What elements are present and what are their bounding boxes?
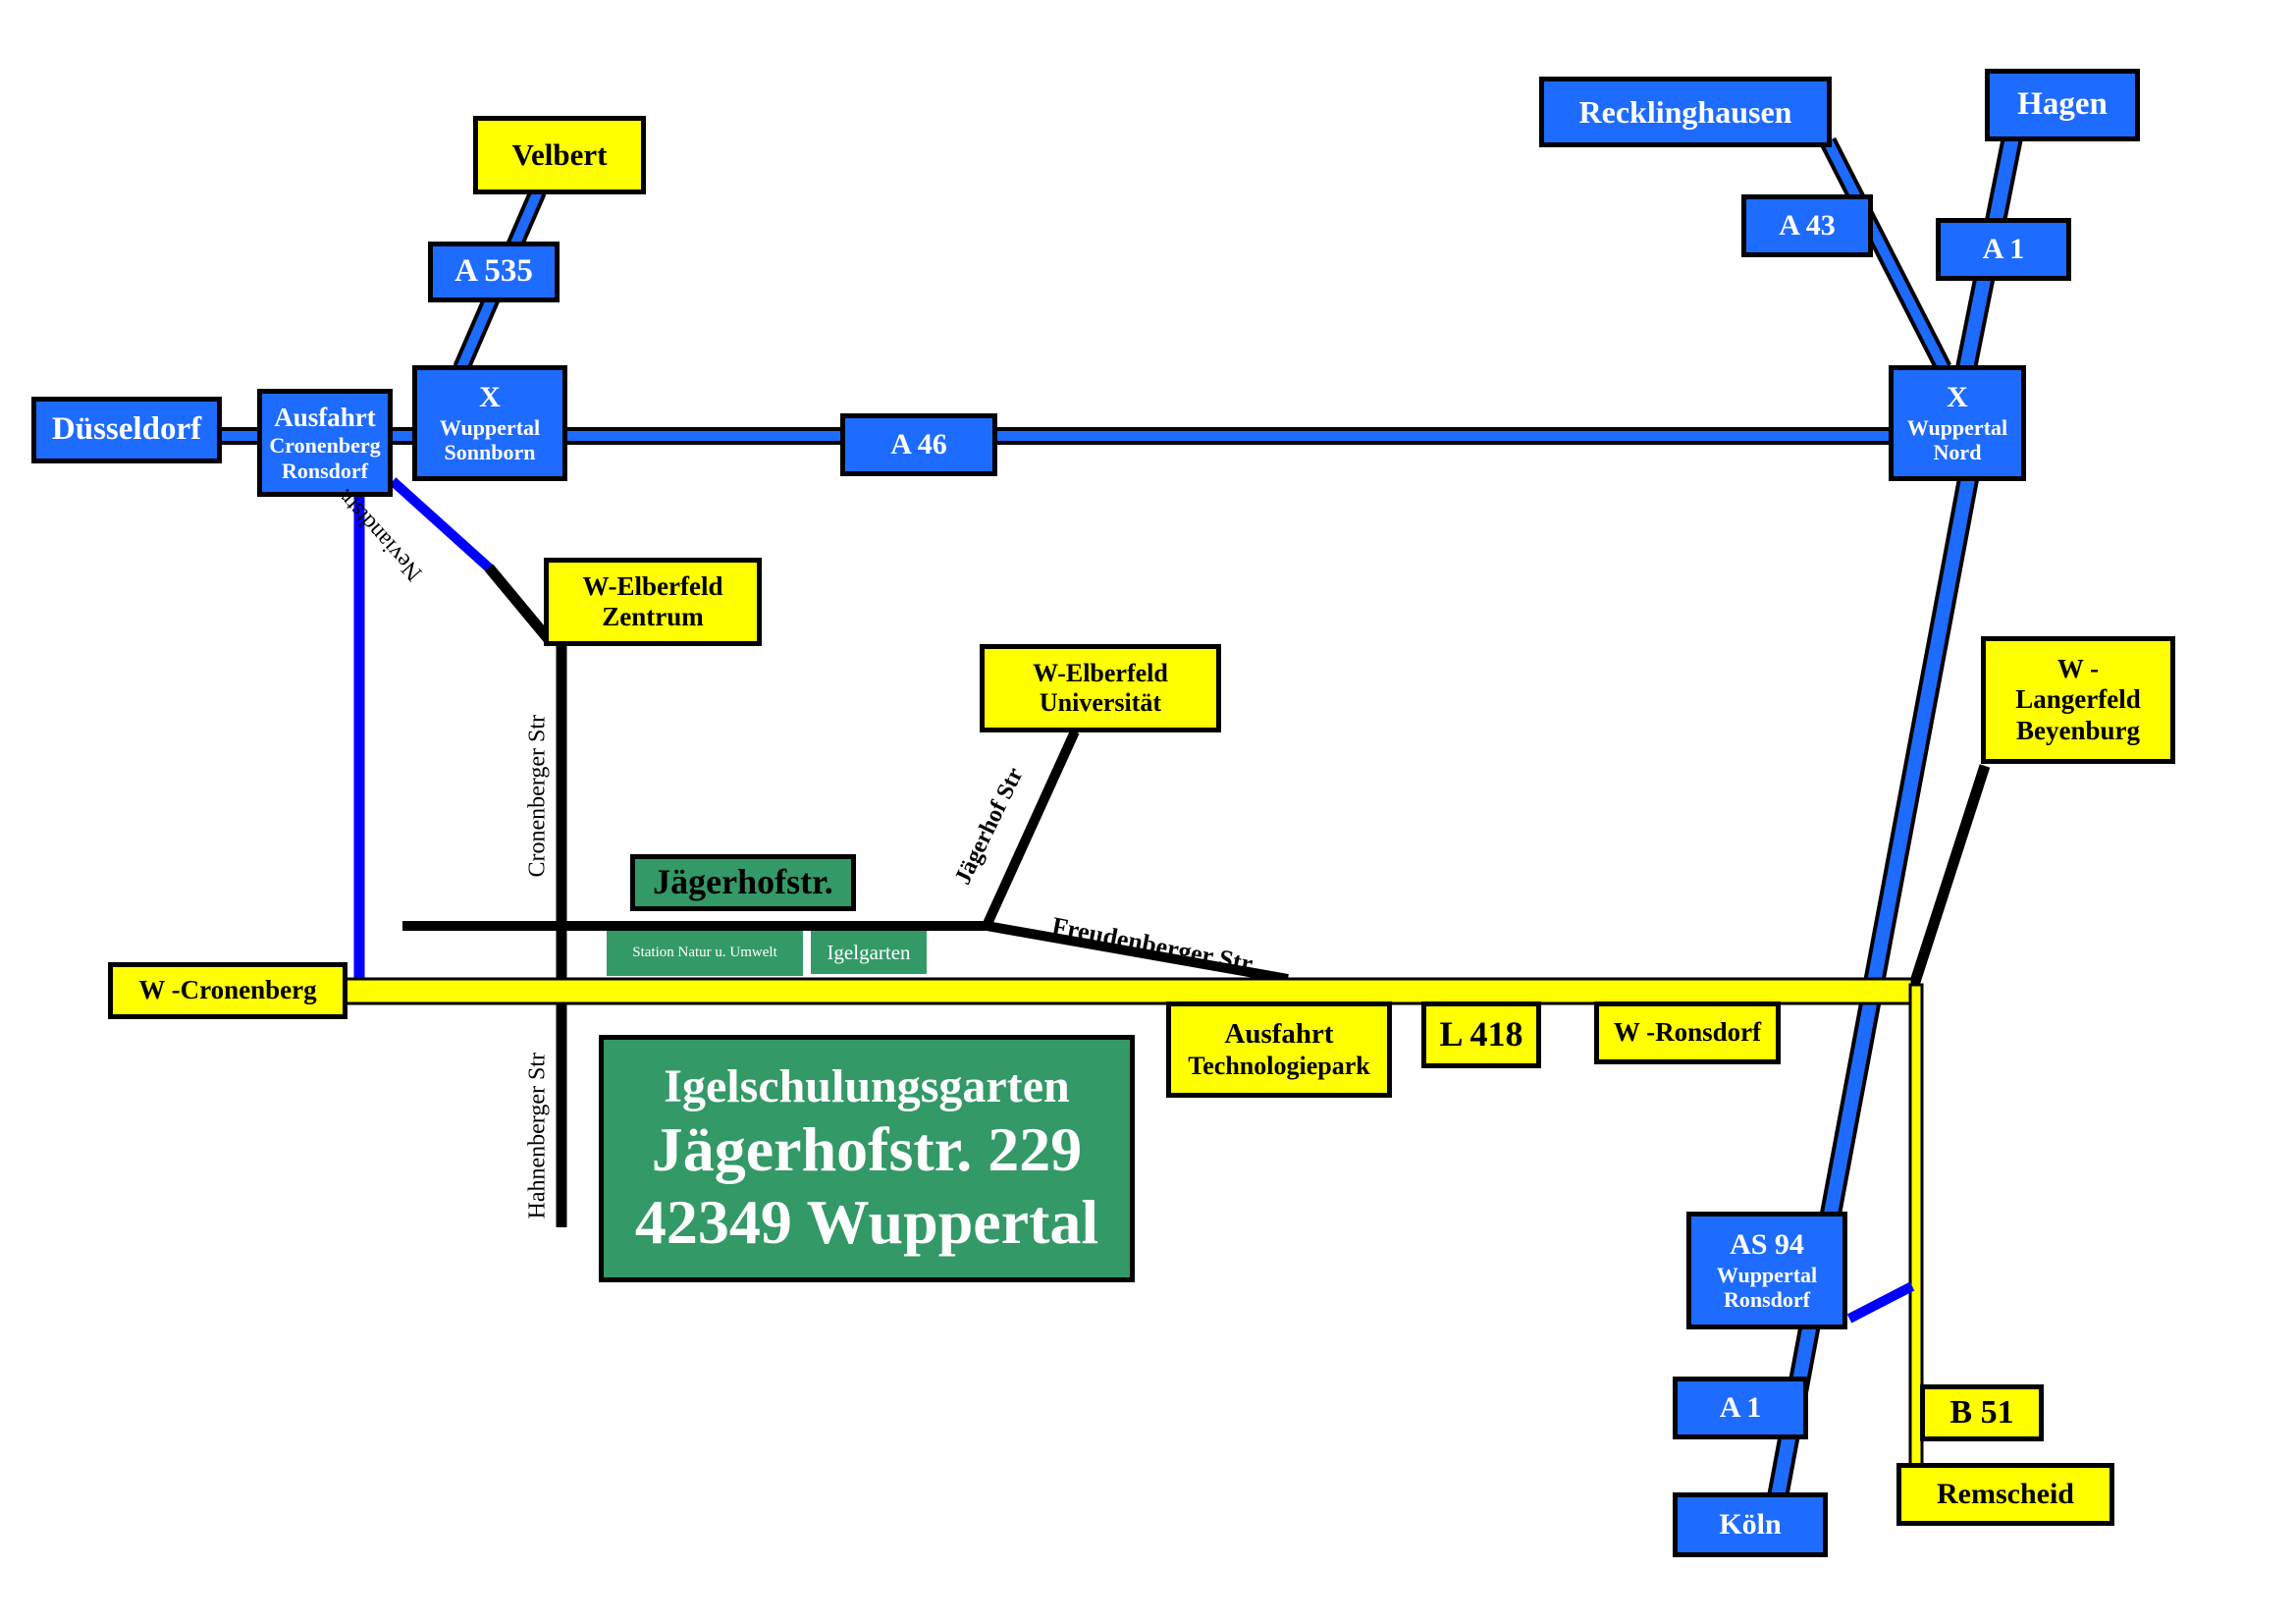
cronenberger-str-label: Cronenberger Str xyxy=(524,714,551,878)
velbert-sign: Velbert xyxy=(473,116,646,194)
ausfahrt-cronenberg-sign: Ausfahrt Cronenberg Ronsdorf xyxy=(257,389,393,497)
destination-sign: Igelschulungsgarten Jägerhofstr. 229 423… xyxy=(599,1035,1135,1282)
a1-south-sign: A 1 xyxy=(1673,1377,1808,1439)
w-elberfeld-zentrum-sign: W-Elberfeld Zentrum xyxy=(544,558,762,646)
a46-sign: A 46 xyxy=(840,413,997,476)
recklinghausen-sign: Recklinghausen xyxy=(1539,77,1832,147)
as94-sign: AS 94 Wuppertal Ronsdorf xyxy=(1686,1212,1847,1329)
langerfeld-road xyxy=(1908,764,1991,987)
l418-road xyxy=(342,977,1914,1005)
x-sonnborn-sign: X Wuppertal Sonnborn xyxy=(412,365,567,481)
koeln-sign: Köln xyxy=(1673,1492,1828,1557)
a535-sign: A 535 xyxy=(428,242,560,302)
w-elberfeld-universitaet-sign: W-Elberfeld Universität xyxy=(980,644,1221,732)
x-wuppertal-nord-sign: X Wuppertal Nord xyxy=(1889,365,2026,481)
connector-as94 xyxy=(1846,1281,1915,1324)
station-natur-umwelt-sign: Station Natur u. Umwelt xyxy=(607,931,803,976)
l418-sign: L 418 xyxy=(1421,1001,1541,1068)
hahnenberger-str-label: Hahnenberger Str xyxy=(524,1053,551,1219)
igelgarten-sign: Igelgarten xyxy=(811,931,927,974)
w-ronsdorf-sign: W -Ronsdorf xyxy=(1594,1001,1781,1064)
w-cronenberg-sign: W -Cronenberg xyxy=(108,962,347,1019)
w-langerfeld-beyenburg-sign: W - Langerfeld Beyenburg xyxy=(1981,636,2175,764)
ausfahrt-technologiepark-sign: Ausfahrt Technologiepark xyxy=(1166,1001,1392,1098)
a1-north-sign: A 1 xyxy=(1936,218,2071,281)
freudenberger-road xyxy=(986,921,1289,984)
jaegerhof-str-road xyxy=(982,729,1080,929)
connector-neviandtstr xyxy=(389,477,495,573)
neviandtstr-road xyxy=(484,564,557,647)
remscheid-sign: Remscheid xyxy=(1896,1463,2114,1526)
a43-sign: A 43 xyxy=(1741,194,1873,257)
duesseldorf-sign: Düsseldorf xyxy=(31,397,222,463)
hagen-sign: Hagen xyxy=(1985,69,2140,141)
jaegerhofstr-sign: Jägerhofstr. xyxy=(630,854,856,911)
b51-sign: B 51 xyxy=(1920,1384,2044,1441)
